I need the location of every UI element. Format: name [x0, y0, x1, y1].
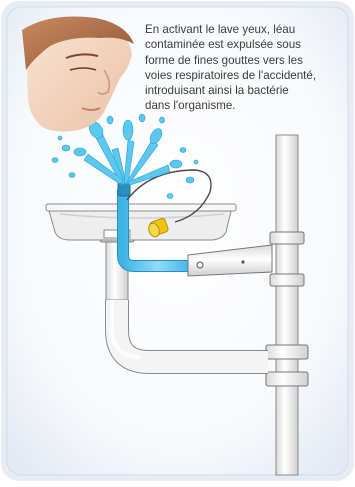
caption-line-3: forme de fines gouttes vers les [145, 53, 350, 68]
caption-line-2: contaminée est expulsée sous [145, 37, 350, 52]
caption-line-1: En activant le lave yeux, léau [145, 22, 350, 37]
sink-basin [46, 204, 236, 240]
caption-line-6: dans l'organisme. [145, 98, 350, 113]
caption-text: En activant le lave yeux, léau contaminé… [145, 22, 350, 114]
caption-line-5: introduisant ainsi la bactérie [145, 83, 350, 98]
caption-line-4: voies respiratoires de l'accidenté, [145, 68, 350, 83]
